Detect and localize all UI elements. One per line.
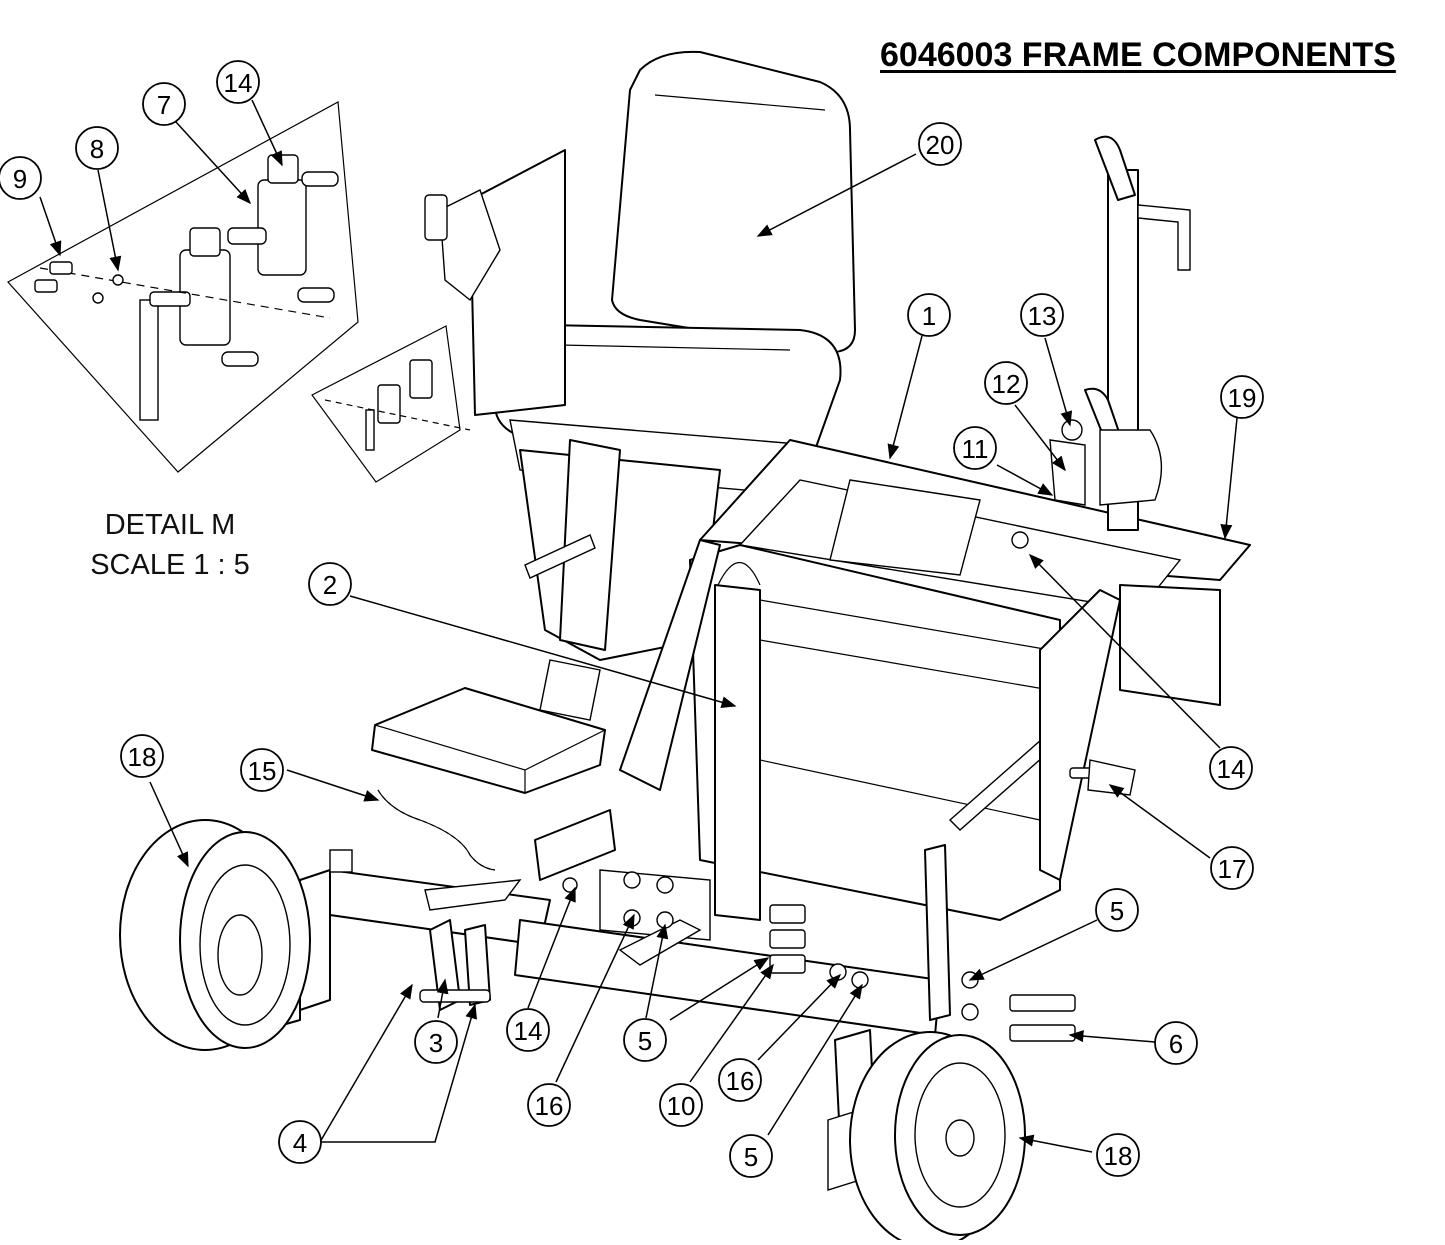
seat-assembly: [424, 50, 856, 496]
callout-number: 2: [323, 570, 337, 600]
callout-c12: 12: [984, 361, 1028, 405]
callout-number: 17: [1218, 854, 1247, 884]
leader-lines: [39, 99, 1238, 1153]
callout-circle: [75, 126, 119, 170]
callout-number: 14: [224, 68, 253, 98]
hose: [377, 789, 496, 871]
callout-number: 18: [1104, 1141, 1133, 1171]
callout-circle: [414, 1020, 458, 1064]
callout-circle: [216, 60, 260, 104]
callout-circle: [729, 1134, 773, 1178]
callout-c10: 10: [659, 1083, 703, 1127]
callout-c16b: 16: [718, 1058, 762, 1102]
callout-c17: 17: [1210, 846, 1254, 890]
callout-c14a: 14: [216, 60, 260, 104]
callout-c2: 2: [308, 562, 352, 606]
callout-circle: [1154, 1021, 1198, 1065]
drawing-title: 6046003 FRAME COMPONENTS: [880, 36, 1396, 74]
callout-circle: [718, 1058, 762, 1102]
callout-circle: [907, 293, 951, 337]
callout-circle: [659, 1083, 703, 1127]
callout-number: 20: [926, 130, 955, 160]
callout-number: 4: [293, 1128, 307, 1158]
callout-circle: [1095, 888, 1139, 932]
callout-circle: [984, 361, 1028, 405]
callout-c13: 13: [1020, 293, 1064, 337]
callout-number: 15: [248, 756, 277, 786]
callout-number: 12: [992, 369, 1021, 399]
callout-c18a: 18: [120, 734, 164, 778]
callout-circle: [953, 426, 997, 470]
callout-balloons: 9 8 7 14 20 1 13 12 11 19 2 14 17 18 15 5 6 3 14 5 16 10 16 4 5 1…: [0, 60, 1264, 1178]
detail-label: DETAIL M SCALE 1 : 5: [60, 505, 280, 585]
callout-c5a: 5: [1095, 888, 1139, 932]
seat-pedestal: [519, 439, 721, 721]
callout-number: 14: [1217, 754, 1246, 784]
callout-c11: 11: [953, 426, 997, 470]
callout-c15: 15: [240, 748, 284, 792]
callout-circle: [240, 748, 284, 792]
callout-number: 19: [1228, 383, 1257, 413]
callout-circle: [0, 156, 42, 200]
callout-c3: 3: [414, 1020, 458, 1064]
callout-number: 5: [1110, 896, 1124, 926]
right-wheel: [849, 1031, 1026, 1245]
callout-number: 13: [1028, 301, 1057, 331]
callout-circle: [1220, 375, 1264, 419]
callout-circle: [120, 734, 164, 778]
callout-circle: [1096, 1133, 1140, 1177]
detail-scale: SCALE 1 : 5: [90, 549, 250, 581]
callout-number: 16: [726, 1066, 755, 1096]
callout-c1: 1: [907, 293, 951, 337]
callout-c16a: 16: [527, 1083, 571, 1127]
footrest: [371, 687, 606, 794]
callout-circle: [1020, 293, 1064, 337]
main-frame: [619, 439, 1251, 921]
callout-number: 18: [128, 742, 157, 772]
callout-number: 9: [13, 164, 27, 194]
rear-handle: [1049, 135, 1191, 531]
callout-c7: 7: [142, 82, 186, 126]
callout-circle: [278, 1120, 322, 1164]
callout-c9: 9: [0, 156, 42, 200]
callout-number: 11: [962, 434, 989, 464]
detail-m-view: [7, 101, 471, 483]
callout-circle: [1209, 746, 1253, 790]
callout-circle: [142, 82, 186, 126]
callout-number: 8: [90, 134, 104, 164]
callout-c19: 19: [1220, 375, 1264, 419]
callout-c5c: 5: [729, 1134, 773, 1178]
callout-number: 5: [638, 1026, 652, 1056]
callout-c4: 4: [278, 1120, 322, 1164]
callout-number: 7: [157, 90, 171, 120]
callout-number: 1: [922, 301, 936, 331]
callout-c14b: 14: [1209, 746, 1253, 790]
valve-assembly-small: [311, 325, 471, 483]
callout-c5b: 5: [623, 1018, 667, 1062]
callout-c6: 6: [1154, 1021, 1198, 1065]
detail-name: DETAIL M: [104, 509, 236, 541]
callout-number: 10: [667, 1091, 696, 1121]
callout-number: 3: [429, 1028, 443, 1058]
callout-c20: 20: [918, 122, 962, 166]
callout-circle: [506, 1008, 550, 1052]
callout-number: 6: [1169, 1029, 1183, 1059]
callout-c18b: 18: [1096, 1133, 1140, 1177]
callout-circle: [1210, 846, 1254, 890]
callout-circle: [623, 1018, 667, 1062]
left-wheel: [119, 819, 311, 1051]
callout-number: 14: [514, 1016, 543, 1046]
callout-c14c: 14: [506, 1008, 550, 1052]
callout-circle: [918, 122, 962, 166]
callout-c8: 8: [75, 126, 119, 170]
callout-circle: [308, 562, 352, 606]
callout-number: 16: [535, 1091, 564, 1121]
callout-circle: [527, 1083, 571, 1127]
valve-assembly-detail: [34, 154, 339, 421]
callout-number: 5: [744, 1142, 758, 1172]
